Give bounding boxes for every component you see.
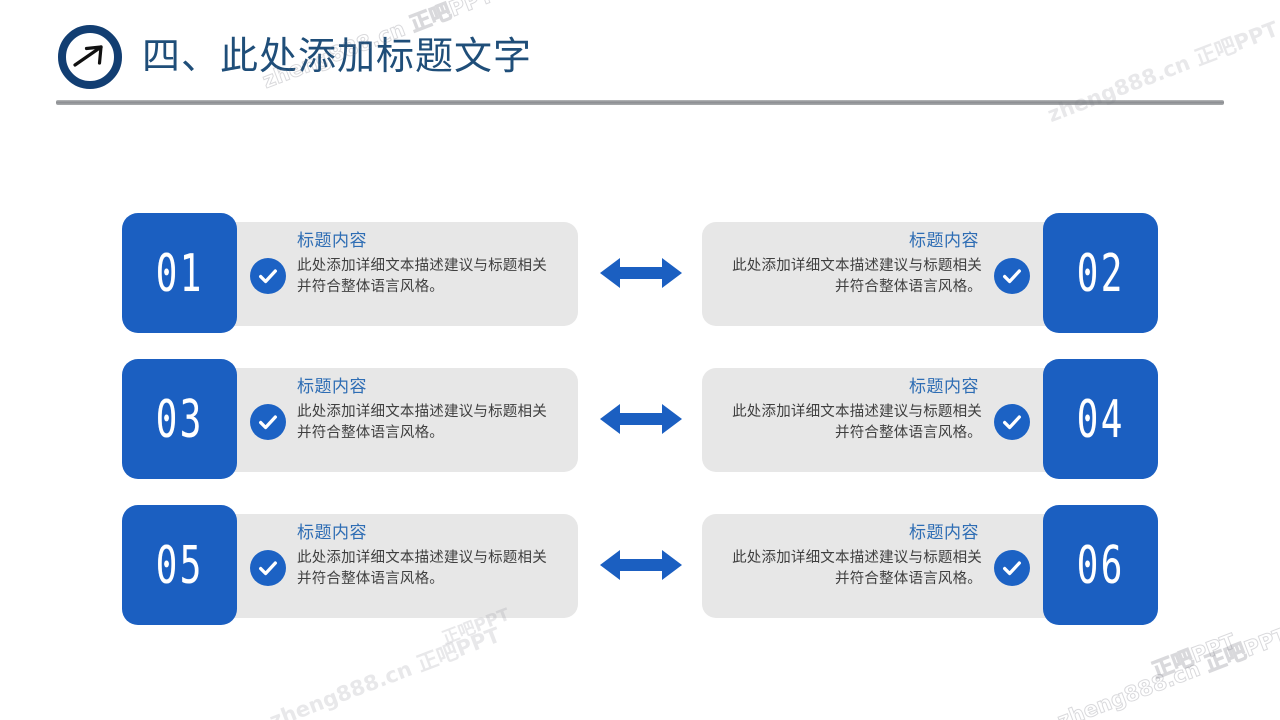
slide-header: 四、此处添加标题文字: [56, 18, 1224, 105]
card-text: 标题内容 此处添加详细文本描述建议与标题相关并符合整体语言风格。: [297, 229, 547, 321]
card-04[interactable]: 04 标题内容 此处添加详细文本描述建议与标题相关并符合整体语言风格。: [702, 359, 1158, 479]
card-number: 01: [155, 242, 204, 304]
check-circle-icon: [994, 404, 1030, 440]
arrow-in-circle-icon: [56, 23, 124, 91]
card-number-box: 02: [1043, 213, 1158, 333]
card-02[interactable]: 02 标题内容 此处添加详细文本描述建议与标题相关并符合整体语言风格。: [702, 213, 1158, 333]
card-number: 06: [1076, 534, 1125, 596]
card-number: 03: [155, 388, 204, 450]
card-title: 标题内容: [909, 523, 979, 542]
double-arrow-horizontal-icon: [600, 401, 682, 437]
card-row: 03 标题内容 此处添加详细文本描述建议与标题相关并符合整体语言风格。: [0, 359, 1280, 479]
card-row: 01 标题内容 此处添加详细文本描述建议与标题相关并符合整体语言风格。: [0, 213, 1280, 333]
card-body: 此处添加详细文本描述建议与标题相关并符合整体语言风格。: [732, 258, 982, 295]
card-text: 标题内容 此处添加详细文本描述建议与标题相关并符合整体语言风格。: [732, 375, 982, 467]
card-text: 标题内容 此处添加详细文本描述建议与标题相关并符合整体语言风格。: [732, 229, 982, 321]
card-number-box: 03: [122, 359, 237, 479]
card-title: 标题内容: [297, 523, 367, 542]
card-text: 标题内容 此处添加详细文本描述建议与标题相关并符合整体语言风格。: [732, 521, 982, 613]
page-title: 四、此处添加标题文字: [142, 36, 533, 78]
card-03[interactable]: 03 标题内容 此处添加详细文本描述建议与标题相关并符合整体语言风格。: [122, 359, 578, 479]
card-number: 05: [155, 534, 204, 596]
card-number-box: 01: [122, 213, 237, 333]
card-number-box: 06: [1043, 505, 1158, 625]
check-circle-icon: [994, 258, 1030, 294]
card-title: 标题内容: [909, 377, 979, 396]
card-title: 标题内容: [297, 231, 367, 250]
card-05[interactable]: 05 标题内容 此处添加详细文本描述建议与标题相关并符合整体语言风格。: [122, 505, 578, 625]
card-body: 此处添加详细文本描述建议与标题相关并符合整体语言风格。: [297, 550, 547, 587]
header-divider: [56, 100, 1224, 105]
card-body: 此处添加详细文本描述建议与标题相关并符合整体语言风格。: [297, 258, 547, 295]
card-number: 02: [1076, 242, 1125, 304]
card-body: 此处添加详细文本描述建议与标题相关并符合整体语言风格。: [297, 404, 547, 441]
card-number: 04: [1076, 388, 1125, 450]
check-circle-icon: [250, 258, 286, 294]
card-number-box: 05: [122, 505, 237, 625]
card-title: 标题内容: [909, 231, 979, 250]
card-title: 标题内容: [297, 377, 367, 396]
check-circle-icon: [994, 550, 1030, 586]
card-01[interactable]: 01 标题内容 此处添加详细文本描述建议与标题相关并符合整体语言风格。: [122, 213, 578, 333]
card-text: 标题内容 此处添加详细文本描述建议与标题相关并符合整体语言风格。: [297, 521, 547, 613]
check-circle-icon: [250, 404, 286, 440]
double-arrow-horizontal-icon: [600, 255, 682, 291]
card-06[interactable]: 06 标题内容 此处添加详细文本描述建议与标题相关并符合整体语言风格。: [702, 505, 1158, 625]
card-body: 此处添加详细文本描述建议与标题相关并符合整体语言风格。: [732, 404, 982, 441]
check-circle-icon: [250, 550, 286, 586]
card-number-box: 04: [1043, 359, 1158, 479]
double-arrow-horizontal-icon: [600, 547, 682, 583]
card-text: 标题内容 此处添加详细文本描述建议与标题相关并符合整体语言风格。: [297, 375, 547, 467]
card-row: 05 标题内容 此处添加详细文本描述建议与标题相关并符合整体语言风格。: [0, 505, 1280, 625]
card-body: 此处添加详细文本描述建议与标题相关并符合整体语言风格。: [732, 550, 982, 587]
